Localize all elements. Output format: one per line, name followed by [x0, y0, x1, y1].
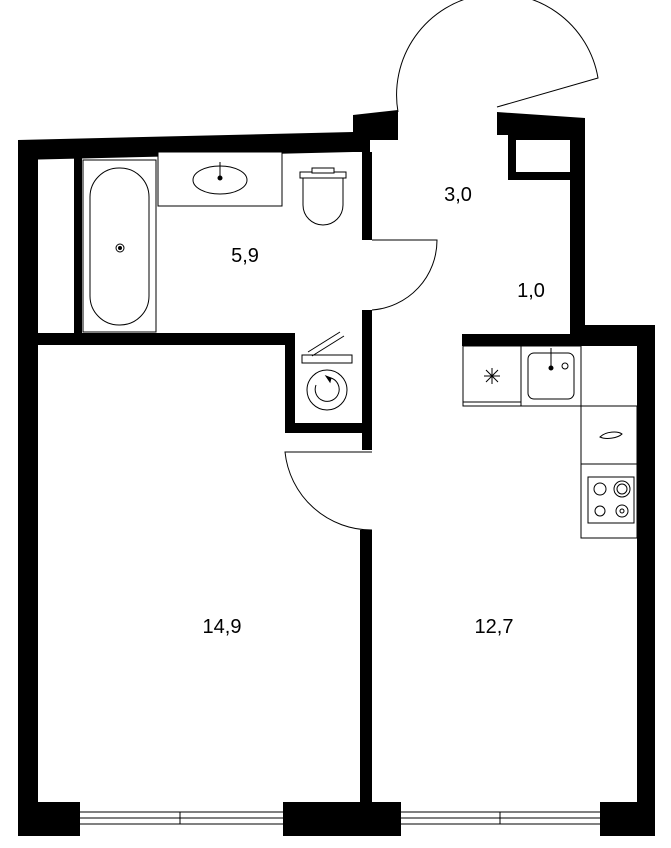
wall-niche-left — [285, 333, 295, 433]
wall-niche-right — [362, 355, 372, 450]
washing-machine-icon — [301, 331, 353, 411]
counter-icon — [580, 405, 638, 465]
wall-bottom-left — [18, 802, 80, 836]
wall-bottom-mid — [283, 802, 401, 836]
cooktop-icon — [580, 463, 638, 539]
wall-bottom-right — [600, 802, 655, 836]
toilet-icon — [299, 167, 347, 226]
windows — [80, 811, 600, 825]
walls — [18, 110, 655, 836]
wall-bath-right-top — [362, 152, 372, 240]
wall-bath-column — [74, 152, 82, 340]
area-labels: 5,9 3,0 1,0 14,9 12,7 — [203, 184, 545, 638]
wall-closet-bottom — [508, 172, 570, 180]
area-bathroom: 5,9 — [231, 245, 259, 267]
fixtures — [82, 151, 638, 539]
wall-entrance-left — [353, 110, 398, 152]
wall-right — [637, 325, 655, 836]
wall-right-upper — [570, 118, 585, 346]
area-closet: 1,0 — [517, 280, 545, 302]
bathtub-icon — [82, 159, 157, 333]
area-bedroom: 14,9 — [203, 616, 242, 638]
wall-left — [18, 140, 38, 836]
door-bedroom — [284, 451, 373, 531]
wall-entrance-right — [497, 112, 585, 140]
wall-closet-left — [508, 135, 516, 180]
fridge-icon — [462, 345, 522, 407]
wall-divider — [360, 530, 372, 802]
door-bathroom — [371, 239, 438, 311]
wall-kitchen-top — [462, 334, 580, 346]
area-hall: 3,0 — [444, 184, 472, 206]
window-bedroom — [80, 811, 283, 825]
doors — [284, 0, 599, 531]
wall-niche-bottom — [285, 423, 372, 433]
window-living — [401, 811, 600, 825]
wall-right-step — [570, 325, 655, 346]
door-entrance — [396, 0, 599, 113]
wall-bath-right-mid — [362, 310, 372, 355]
area-kitchen-living: 12,7 — [475, 616, 514, 638]
kitchen-sink-icon — [520, 345, 582, 407]
washbasin-icon — [157, 151, 283, 207]
wall-bath-bedroom — [38, 333, 293, 345]
